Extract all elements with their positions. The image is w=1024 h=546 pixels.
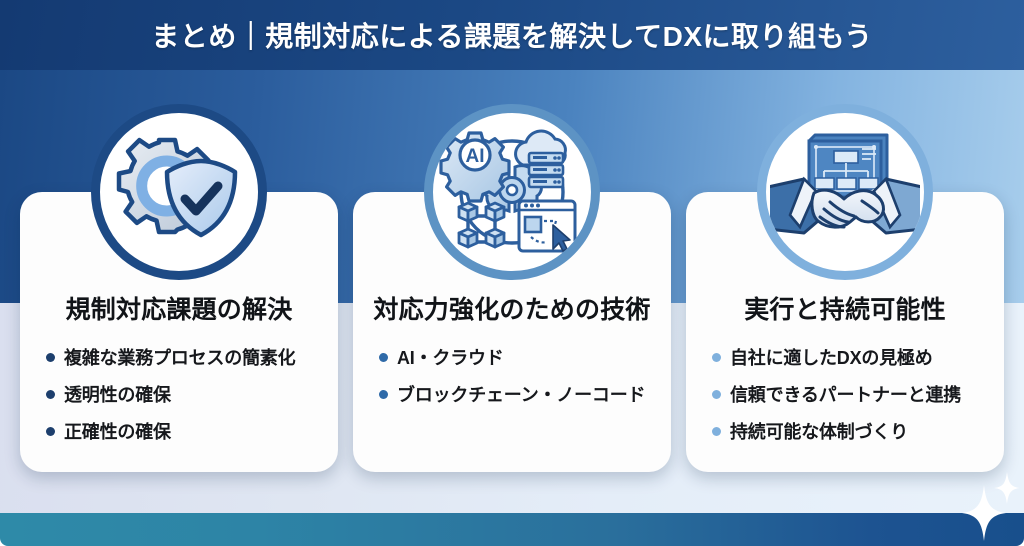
card-regulatory-solution[interactable]: 規制対応課題の解決 複雑な業務プロセスの簡素化 透明性の確保 正確性の確保: [20, 104, 338, 472]
svg-text:AI: AI: [466, 146, 485, 167]
page-title: まとめ｜規制対応による課題を解決してDXに取り組もう: [151, 21, 873, 52]
list-item-label: 信頼できるパートナーと連携: [730, 385, 962, 405]
card-technology[interactable]: AI: [353, 104, 671, 472]
list-item: 自社に適したDXの見極め: [712, 344, 1004, 370]
bullet-dot-icon: [46, 352, 55, 362]
list-item-label: 持続可能な体制づくり: [730, 422, 908, 442]
list-item-label: ブロックチェーン・ノーコード: [397, 385, 646, 405]
bullet-dot-icon: [379, 389, 388, 399]
bullet-dot-icon: [712, 352, 721, 362]
card-bullet-list: 自社に適したDXの見極め 信頼できるパートナーと連携 持続可能な体制づくり: [686, 344, 1004, 455]
gear-shield-check-icon: [91, 104, 267, 280]
list-item-label: 自社に適したDXの見極め: [730, 348, 933, 368]
list-item-label: 正確性の確保: [64, 422, 171, 442]
list-item: 正確性の確保: [46, 418, 338, 444]
list-item-label: 複雑な業務プロセスの簡素化: [64, 348, 296, 368]
list-item-label: 透明性の確保: [64, 385, 171, 405]
card-bullet-list: 複雑な業務プロセスの簡素化 透明性の確保 正確性の確保: [20, 344, 338, 455]
list-item: 透明性の確保: [46, 381, 338, 407]
list-item: ブロックチェーン・ノーコード: [379, 381, 671, 407]
list-item-label: AI・クラウド: [397, 348, 504, 368]
card-title: 規制対応課題の解決: [65, 296, 293, 324]
header-bar: まとめ｜規制対応による課題を解決してDXに取り組もう: [0, 0, 1024, 70]
card-execution-sustainability[interactable]: 実行と持続可能性 自社に適したDXの見極め 信頼できるパートナーと連携 持続可能…: [686, 104, 1004, 472]
footer-bar: [0, 513, 1024, 546]
handshake-blueprint-icon: [757, 104, 933, 280]
bullet-dot-icon: [46, 389, 55, 399]
bullet-dot-icon: [712, 389, 721, 399]
card-title: 対応力強化のための技術: [373, 296, 651, 324]
list-item: AI・クラウド: [379, 344, 671, 370]
bullet-dot-icon: [379, 352, 388, 362]
list-item: 信頼できるパートナーと連携: [712, 381, 1004, 407]
bullet-dot-icon: [712, 426, 721, 436]
list-item: 複雑な業務プロセスの簡素化: [46, 344, 338, 370]
card-title: 実行と持続可能性: [744, 296, 946, 324]
ai-brain-cloud-blockchain-icon: AI: [424, 104, 600, 280]
card-bullet-list: AI・クラウド ブロックチェーン・ノーコード: [353, 344, 671, 418]
list-item: 持続可能な体制づくり: [712, 418, 1004, 444]
bullet-dot-icon: [46, 426, 55, 436]
